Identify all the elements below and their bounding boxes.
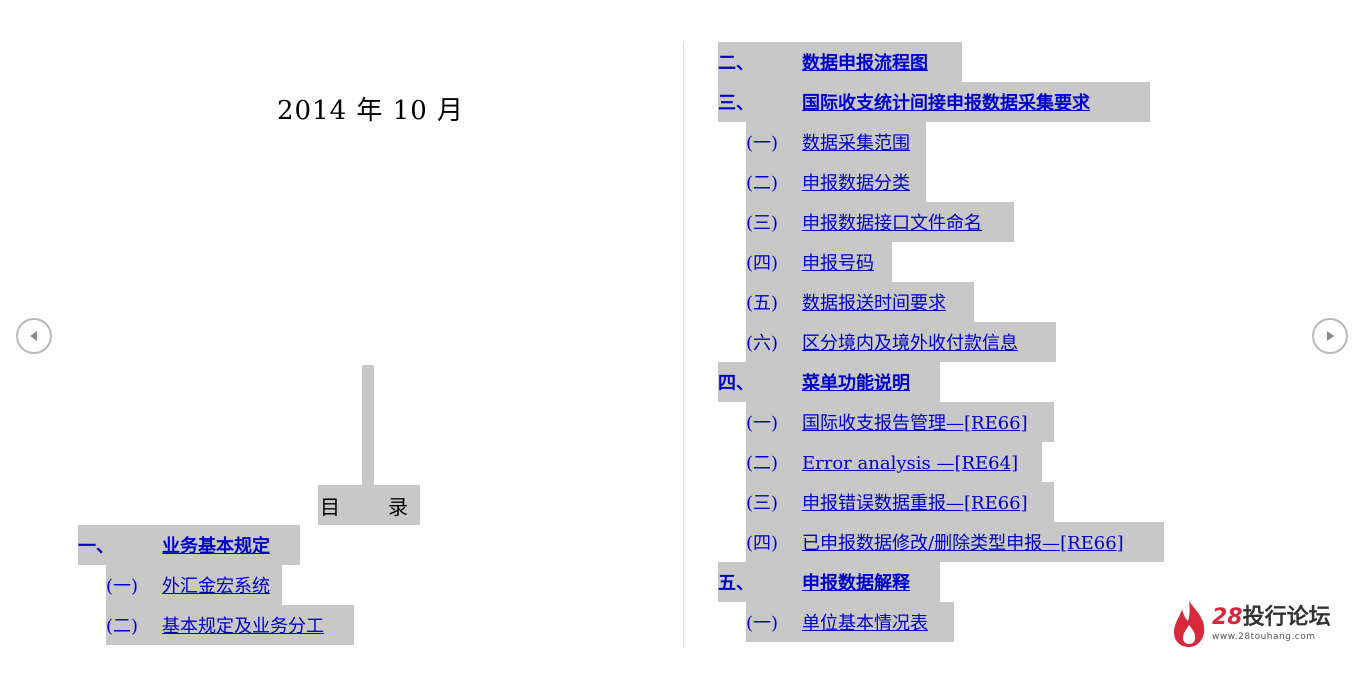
toc-entry-label: 数据采集范围 xyxy=(802,133,910,154)
site-logo: 28投行论坛 www.28touhang.com xyxy=(1170,598,1340,650)
toc-entry-number: (五) xyxy=(746,293,779,314)
toc-entry-number: (二) xyxy=(106,616,139,637)
toc-entry-link[interactable]: (二) Error analysis —[RE64] xyxy=(746,449,1018,475)
toc-entry-link[interactable]: (一) 国际收支报告管理—[RE66] xyxy=(746,409,1028,435)
toc-entry-link[interactable]: 三、 国际收支统计间接申报数据采集要求 xyxy=(718,89,1090,115)
toc-entry-label: 数据报送时间要求 xyxy=(802,293,946,314)
toc-entry-link[interactable]: (一) 外汇金宏系统 xyxy=(106,572,270,598)
toc-entry-number: (一) xyxy=(106,576,139,597)
logo-number: 28 xyxy=(1212,604,1243,630)
toc-entry-link[interactable]: (三) 申报数据接口文件命名 xyxy=(746,209,982,235)
toc-entry-link[interactable]: (四) 已申报数据修改/删除类型申报—[RE66] xyxy=(746,529,1124,555)
toc-entry-label: Error analysis —[RE64] xyxy=(802,453,1019,474)
toc-entry[interactable]: (三) 申报数据接口文件命名 xyxy=(746,202,1014,242)
toc-entry[interactable]: 五、 申报数据解释 xyxy=(718,562,940,602)
toc-entry-link[interactable]: (三) 申报错误数据重报—[RE66] xyxy=(746,489,1028,515)
toc-entry-link[interactable]: 五、 申报数据解释 xyxy=(718,569,910,595)
toc-entry-label: 业务基本规定 xyxy=(162,536,270,557)
toc-entry-label: 申报错误数据重报—[RE66] xyxy=(802,493,1028,514)
toc-entry-link[interactable]: (二) 申报数据分类 xyxy=(746,169,910,195)
toc-entry-label: 外汇金宏系统 xyxy=(162,576,270,597)
toc-entry-number: 一、 xyxy=(78,536,114,557)
toc-entry-number: (二) xyxy=(746,453,779,474)
logo-name: 投行论坛 xyxy=(1242,604,1331,630)
toc-entry[interactable]: (二) 基本规定及业务分工 xyxy=(106,605,354,645)
toc-entry-link[interactable]: (五) 数据报送时间要求 xyxy=(746,289,946,315)
toc-entry-link[interactable]: 一、 业务基本规定 xyxy=(78,532,270,558)
toc-entry-link[interactable]: (四) 申报号码 xyxy=(746,249,874,275)
toc-entry[interactable]: (四) 已申报数据修改/删除类型申报—[RE66] xyxy=(746,522,1164,562)
toc-entry-number: 二、 xyxy=(718,53,754,74)
toc-entry-label: 数据申报流程图 xyxy=(802,53,928,74)
document-date: 2014 年 10 月 xyxy=(277,96,465,126)
toc-entry-label: 国际收支报告管理—[RE66] xyxy=(802,413,1028,434)
page-divider xyxy=(683,42,684,648)
toc-title-char-2: 录 xyxy=(388,494,408,519)
toc-title: 目 录 xyxy=(318,485,420,525)
toc-entry-number: (一) xyxy=(746,613,779,634)
chevron-right-icon xyxy=(1327,331,1334,341)
toc-entry-number: (一) xyxy=(746,133,779,154)
toc-entry[interactable]: (四) 申报号码 xyxy=(746,242,892,282)
toc-entry-label: 申报数据分类 xyxy=(802,173,910,194)
toc-entry-link[interactable]: (一) 数据采集范围 xyxy=(746,129,910,155)
toc-entry-number: 四、 xyxy=(718,373,754,394)
toc-entry-link[interactable]: (六) 区分境内及境外收付款信息 xyxy=(746,329,1018,355)
toc-entry[interactable]: 三、 国际收支统计间接申报数据采集要求 xyxy=(718,82,1150,122)
toc-entry[interactable]: 二、 数据申报流程图 xyxy=(718,42,962,82)
toc-entry-label: 基本规定及业务分工 xyxy=(162,616,324,637)
toc-entry-number: (二) xyxy=(746,173,779,194)
toc-entry[interactable]: (五) 数据报送时间要求 xyxy=(746,282,974,322)
logo-url: www.28touhang.com xyxy=(1212,631,1316,642)
toc-entry-link[interactable]: 四、 菜单功能说明 xyxy=(718,369,910,395)
toc-entry-label: 已申报数据修改/删除类型申报—[RE66] xyxy=(802,533,1124,554)
toc-entry[interactable]: (二) Error analysis —[RE64] xyxy=(746,442,1042,482)
toc-entry-label: 菜单功能说明 xyxy=(802,373,910,394)
toc-entry[interactable]: (一) 外汇金宏系统 xyxy=(106,565,282,605)
flame-icon xyxy=(1174,601,1205,647)
prev-page-button[interactable] xyxy=(16,318,52,354)
next-page-button[interactable] xyxy=(1312,318,1348,354)
toc-entry[interactable]: (一) 数据采集范围 xyxy=(746,122,926,162)
toc-entry[interactable]: (三) 申报错误数据重报—[RE66] xyxy=(746,482,1054,522)
toc-entry-number: 五、 xyxy=(718,573,754,594)
toc-entry-label: 申报数据解释 xyxy=(802,573,910,594)
toc-entry-number: (六) xyxy=(746,333,779,354)
toc-entry-number: (三) xyxy=(746,213,779,234)
toc-entry-number: (三) xyxy=(746,493,779,514)
toc-entry-number: (四) xyxy=(746,253,779,274)
chevron-left-icon xyxy=(30,331,37,341)
toc-entry-number: (四) xyxy=(746,533,779,554)
toc-entry-label: 申报号码 xyxy=(802,253,874,274)
toc-entry-label: 国际收支统计间接申报数据采集要求 xyxy=(802,93,1090,114)
toc-entry-label: 区分境内及境外收付款信息 xyxy=(802,333,1018,354)
toc-entry[interactable]: (二) 申报数据分类 xyxy=(746,162,926,202)
toc-entry[interactable]: 一、 业务基本规定 xyxy=(78,525,300,565)
toc-entry[interactable]: (六) 区分境内及境外收付款信息 xyxy=(746,322,1056,362)
toc-entry-label: 单位基本情况表 xyxy=(802,613,928,634)
toc-entry-number: 三、 xyxy=(718,93,754,114)
highlight-bar xyxy=(362,365,374,487)
toc-entry-label: 申报数据接口文件命名 xyxy=(802,213,982,234)
toc-entry[interactable]: (一) 单位基本情况表 xyxy=(746,602,954,642)
toc-title-char-1: 目 xyxy=(320,494,340,519)
toc-entry-number: (一) xyxy=(746,413,779,434)
toc-entry-link[interactable]: (二) 基本规定及业务分工 xyxy=(106,612,324,638)
toc-entry-link[interactable]: (一) 单位基本情况表 xyxy=(746,609,928,635)
toc-entry[interactable]: (一) 国际收支报告管理—[RE66] xyxy=(746,402,1054,442)
toc-entry[interactable]: 四、 菜单功能说明 xyxy=(718,362,940,402)
toc-entry-link[interactable]: 二、 数据申报流程图 xyxy=(718,49,928,75)
